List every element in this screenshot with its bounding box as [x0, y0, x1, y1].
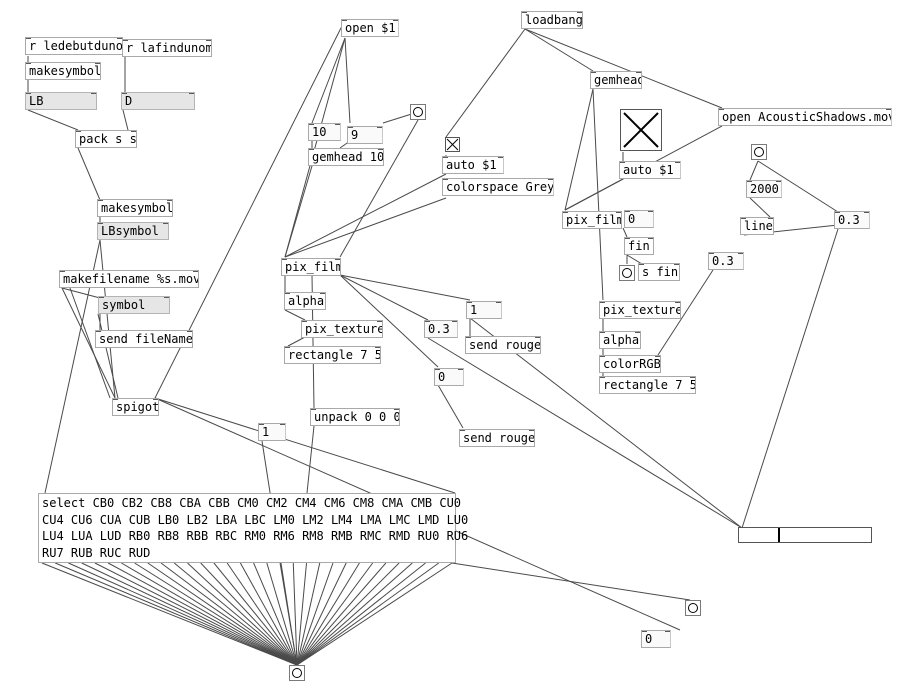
- select-line-1: select CB0 CB2 CB8 CBA CBB CM0 CM2 CM4 C…: [42, 496, 462, 510]
- pix-film-object-2[interactable]: pix_film: [562, 211, 622, 229]
- number-box-0[interactable]: 0: [434, 368, 464, 386]
- number-box-0.3-right[interactable]: 0.3: [834, 211, 870, 229]
- symbol-atom-d[interactable]: D: [121, 92, 195, 110]
- open-dollar-message[interactable]: open $1: [341, 19, 399, 37]
- symbol-atom-lb[interactable]: LB: [25, 92, 97, 110]
- number-box-2000[interactable]: 2000: [746, 180, 782, 198]
- select-line-2: CU4 CU6 CUA CUB LB0 LB2 LBA LBC LM0 LM2 …: [42, 512, 469, 527]
- number-box-0.3-right-2[interactable]: 0.3: [708, 252, 744, 270]
- symbol-atom-lbsymbol[interactable]: LBsymbol: [97, 222, 169, 240]
- unpack-object[interactable]: unpack 0 0 0: [310, 408, 400, 426]
- bang-button-fin[interactable]: [619, 265, 635, 281]
- receive-lafindunom[interactable]: r lafindunom: [122, 39, 212, 57]
- rectangle-object-2[interactable]: rectangle 7 5: [599, 376, 696, 394]
- number-box-1-small[interactable]: 1: [258, 423, 286, 441]
- symbol-atom[interactable]: symbol: [98, 296, 170, 314]
- receive-ledebutdunom[interactable]: r ledebutdunom: [25, 37, 123, 55]
- auto-dollar-message[interactable]: auto $1: [442, 156, 504, 174]
- line-object[interactable]: line: [740, 217, 774, 235]
- colorrgb-object[interactable]: colorRGB: [599, 355, 661, 373]
- spigot-object[interactable]: spigot: [112, 398, 159, 416]
- gemhead-10-object[interactable]: gemhead 10: [308, 148, 384, 166]
- select-line-4: RU7 RUB RUC RUD: [42, 545, 151, 560]
- rectangle-object[interactable]: rectangle 7 5: [284, 346, 381, 364]
- send-filename-object[interactable]: send fileName: [95, 330, 193, 348]
- send-fin-object[interactable]: s fin: [638, 263, 680, 281]
- horizontal-slider[interactable]: [738, 527, 872, 543]
- alpha-object-2[interactable]: alpha: [599, 331, 641, 349]
- makesymbol-object[interactable]: makesymbol: [25, 62, 101, 80]
- bang-button[interactable]: [410, 104, 426, 120]
- alpha-object[interactable]: alpha: [284, 292, 326, 310]
- makefilename-object[interactable]: makefilename %s.mov: [59, 270, 199, 288]
- number-box-0.3[interactable]: 0.3: [424, 320, 458, 338]
- bang-button-2000[interactable]: [751, 144, 767, 160]
- colorspace-grey-message[interactable]: colorspace Grey: [442, 178, 554, 196]
- loadbang-object[interactable]: loadbang: [521, 11, 583, 29]
- number-box-1[interactable]: 1: [466, 301, 502, 319]
- toggle-x-icon-large: [623, 112, 659, 148]
- bang-button-right[interactable]: [685, 600, 701, 616]
- pix-film-object[interactable]: pix_film: [281, 258, 341, 276]
- toggle-x-icon: [446, 138, 459, 151]
- send-rouge-object[interactable]: send rouge: [465, 336, 541, 354]
- number-box-0-bottom[interactable]: 0: [641, 630, 671, 648]
- number-box-10[interactable]: 10: [308, 123, 341, 141]
- fin-object[interactable]: fin: [624, 237, 654, 255]
- bang-button-bottom[interactable]: [289, 665, 305, 681]
- number-box-9[interactable]: 9: [347, 126, 383, 144]
- auto-dollar-message-2[interactable]: auto $1: [619, 161, 681, 179]
- gemhead-object[interactable]: gemhead: [590, 71, 642, 89]
- pack-object[interactable]: pack s s: [75, 130, 137, 148]
- send-rouge-object-2[interactable]: send rouge: [459, 429, 535, 447]
- toggle-small[interactable]: [445, 137, 460, 152]
- open-acousticshadows-message[interactable]: open AcousticShadows.mov: [718, 108, 892, 126]
- number-box-0-right[interactable]: 0: [624, 210, 654, 228]
- pix-texture-object-2[interactable]: pix_texture: [599, 301, 681, 319]
- makesymbol-object-2[interactable]: makesymbol: [97, 199, 173, 217]
- pix-texture-object[interactable]: pix_texture: [301, 320, 383, 338]
- select-object[interactable]: select CB0 CB2 CB8 CBA CBB CM0 CM2 CM4 C…: [38, 493, 469, 563]
- toggle-large[interactable]: [620, 109, 662, 151]
- select-line-3: LU4 LUA LUD RB0 RB8 RBB RBC RM0 RM6 RM8 …: [42, 529, 469, 543]
- slider-knob[interactable]: [778, 528, 780, 542]
